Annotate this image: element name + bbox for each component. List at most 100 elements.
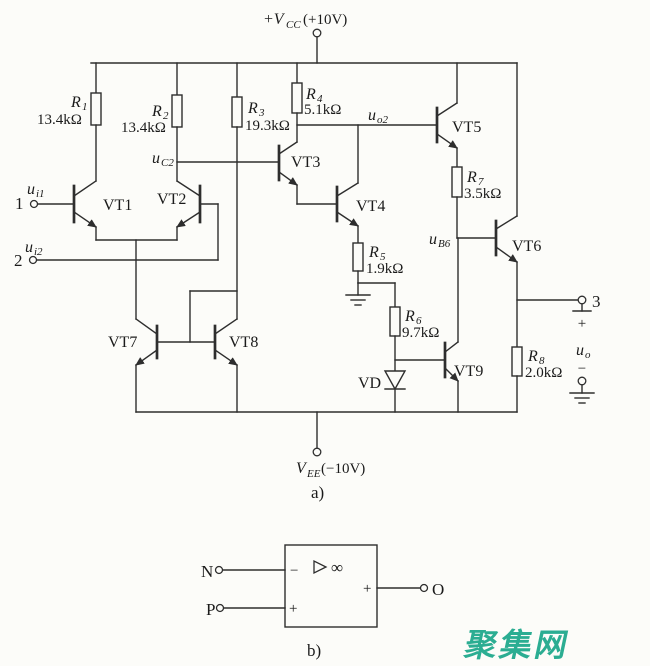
vt2-label: VT2 (157, 191, 186, 208)
r1-body (90, 92, 102, 126)
r1-sub: 1 (82, 101, 88, 113)
vt4-collector-diag (336, 182, 359, 197)
transistor-vt2: VT2 (157, 126, 219, 241)
vcc-label-sub: CC (286, 19, 301, 31)
resistor-r2: R 2 13.4kΩ (121, 62, 183, 136)
n-input-terminal (214, 565, 224, 575)
r3-sub: 3 (258, 107, 265, 119)
vt5-label: VT5 (452, 119, 481, 136)
r6-value: 9.7kΩ (402, 325, 439, 341)
diff-pair-tail (95, 239, 178, 320)
vt1-emitter-diag (73, 211, 97, 228)
watermark-text: 聚集网 (461, 627, 575, 663)
terminal-2-circle (28, 255, 38, 265)
r5-name: R (368, 244, 379, 261)
vt5-emitter-diag (436, 133, 458, 149)
r7-body (451, 166, 463, 198)
r4-sub: 4 (317, 93, 323, 105)
vt7-emitter-diag (135, 349, 158, 366)
vt4-label: VT4 (356, 198, 385, 215)
vt4-emitter-diag (336, 211, 359, 227)
uc2-node: u C2 (152, 150, 280, 169)
n-input-label: N (201, 562, 213, 581)
uc2-sub: C2 (161, 157, 174, 169)
uo2-sub: o2 (377, 114, 389, 126)
r3-name: R (247, 100, 258, 117)
r7-value: 3.5kΩ (464, 186, 501, 202)
p-input-label: P (206, 600, 215, 619)
subfigure-b-label: b) (307, 641, 321, 660)
diode-vd: VD (358, 370, 407, 413)
noninverting-sign: + (289, 601, 297, 617)
vt2-collector-diag (176, 180, 201, 197)
ub6-label: u (429, 231, 437, 248)
vcc-label-value: (+10V) (303, 12, 347, 28)
output-terminal-3: 3 + u o − (516, 292, 601, 404)
opamp-block-box (284, 544, 378, 628)
terminal-3-number: 3 (592, 292, 601, 311)
output-minus-sign: − (578, 361, 586, 377)
vd-label: VD (358, 375, 381, 392)
uo2-node: u o2 (296, 107, 438, 126)
vee-label-value: (−10V) (321, 461, 365, 477)
vcc-terminal (312, 28, 322, 38)
r3-body (231, 96, 243, 128)
p-input-terminal (215, 603, 225, 613)
r1-name: R (70, 94, 81, 111)
vt2-emitter-diag (176, 211, 201, 228)
vee-label-pre: V (296, 460, 308, 477)
resistor-r5: R 5 1.9kΩ (352, 242, 403, 284)
terminal-3-circle (577, 295, 587, 305)
terminal-1-number: 1 (15, 194, 24, 213)
r7-sub: 7 (478, 176, 484, 188)
vd-triangle (383, 370, 407, 391)
r3-value: 19.3kΩ (245, 118, 290, 134)
vt7-collector-diag (135, 318, 158, 335)
input-terminal-2: u i2 2 (14, 203, 219, 270)
r5-ground (345, 282, 371, 306)
r2-sub: 2 (163, 110, 169, 122)
resistor-r1: R 1 13.4kΩ (37, 62, 102, 128)
gain-triangle-icon (313, 559, 328, 575)
r8-sub: 8 (539, 355, 545, 367)
output-plus-sign: + (578, 316, 586, 332)
resistor-r4: R 4 5.1kΩ (291, 62, 341, 118)
infinite-gain-symbol: ∞ (331, 558, 343, 577)
uo2-label: u (368, 107, 376, 124)
vt8-collector-diag (214, 318, 238, 335)
r2-value: 13.4kΩ (121, 120, 166, 136)
uo-sub: o (585, 349, 591, 361)
r8-body (511, 346, 523, 377)
transistor-vt1: VT1 (72, 124, 132, 241)
terminal-1-circle (29, 199, 39, 209)
terminal-2-number: 2 (14, 251, 23, 270)
vt7-label: VT7 (108, 334, 137, 351)
resistor-r3: R 3 19.3kΩ (231, 62, 290, 134)
vcc-label-pre: +V (263, 11, 286, 28)
ub6-node: u B6 (429, 231, 497, 250)
uo-label: u (576, 342, 584, 359)
r6-name: R (404, 308, 415, 325)
r7-name: R (466, 169, 477, 186)
r2-name: R (151, 103, 162, 120)
o-output-terminal (419, 583, 429, 593)
r5-body (352, 242, 364, 272)
r4-value: 5.1kΩ (304, 102, 341, 118)
transistor-vt3: VT3 (277, 112, 338, 205)
ui2-sub: i2 (34, 246, 43, 258)
r8-name: R (527, 348, 538, 365)
vt6-emitter-diag (495, 246, 518, 263)
transistor-vt8: VT8 (156, 126, 258, 413)
vt3-emitter-diag (278, 171, 298, 186)
vt1-collector-diag (73, 180, 97, 197)
r5-sub: 5 (380, 251, 386, 263)
vt3-label: VT3 (291, 154, 320, 171)
subfigure-a-label: a) (311, 483, 324, 502)
vcc-supply: +V CC (+10V) (263, 11, 347, 64)
vt5-collector-diag (436, 102, 458, 117)
transistor-vt5: VT5 (435, 62, 481, 168)
r4-body (291, 82, 303, 114)
input-terminal-1: u i1 1 (15, 181, 75, 213)
